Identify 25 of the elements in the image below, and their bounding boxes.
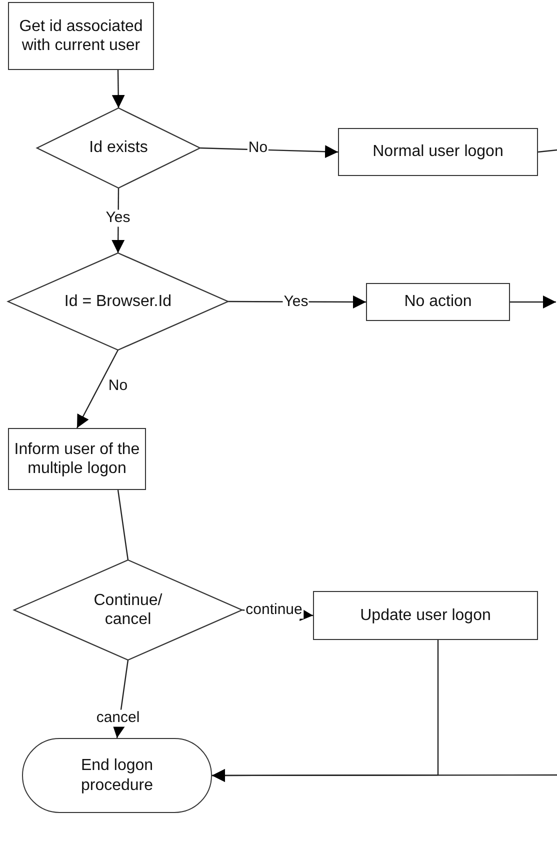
arrow	[510, 296, 556, 308]
edge-label: Yes	[104, 210, 132, 226]
arrow	[76, 350, 119, 428]
node-text: Inform user of the multiple logon	[13, 440, 141, 478]
node-text: Get id associated with current user	[18, 16, 144, 56]
edge-label: cancel	[95, 710, 141, 726]
process-box	[8, 428, 146, 490]
process-box	[313, 591, 538, 640]
node-text: Continue/ cancel	[92, 590, 164, 630]
edge-label: continue	[244, 602, 304, 618]
decision-diamond	[37, 108, 200, 188]
decision-diamond	[14, 560, 242, 660]
node-text: Update user logon	[360, 606, 491, 626]
node-text: End logon procedure	[80, 756, 154, 795]
process-box	[8, 2, 154, 70]
node-text: Id = Browser.Id	[64, 292, 172, 312]
node-text: Id exists	[89, 138, 148, 158]
arrow	[200, 145, 338, 158]
arrow	[212, 768, 557, 782]
process-box	[338, 128, 538, 176]
decision-diamond	[8, 253, 228, 350]
arrow	[112, 70, 125, 108]
node-text: Normal user logon	[372, 142, 504, 162]
process-box	[366, 283, 510, 321]
node-text: No action	[404, 292, 472, 312]
